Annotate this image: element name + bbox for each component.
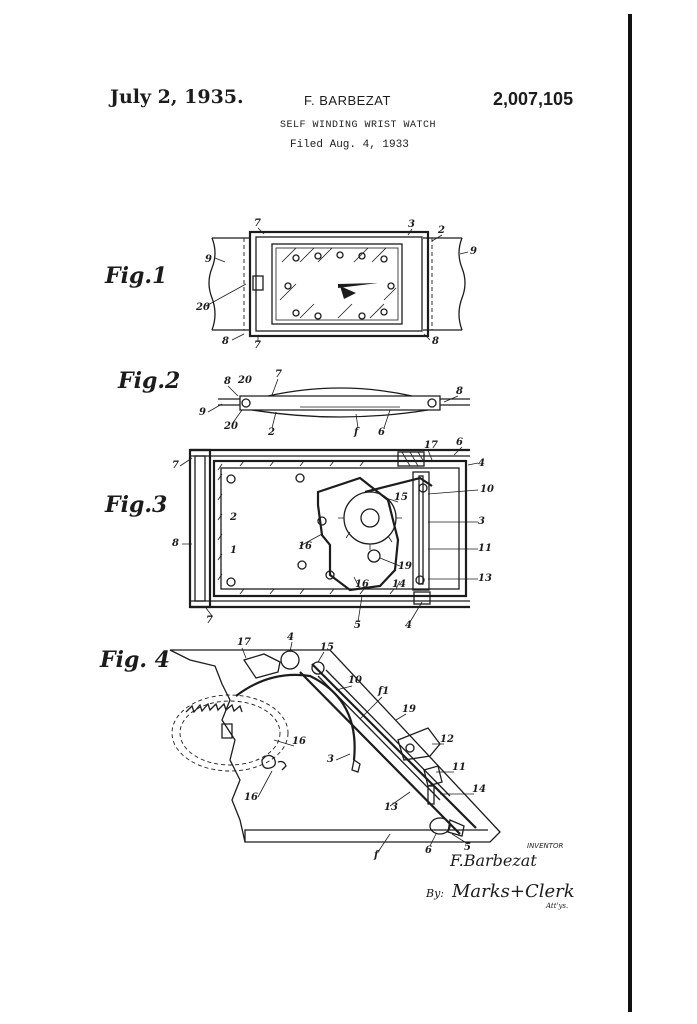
- fig3-case: [212, 459, 468, 598]
- fig1-label: Fig.1: [104, 263, 167, 289]
- fig4-ratchet-teeth: [185, 702, 243, 714]
- fig1-strap-right: [423, 237, 466, 331]
- fig4-crown: [429, 817, 451, 835]
- svg-text:7: 7: [254, 218, 261, 229]
- svg-text:4: 4: [287, 632, 294, 643]
- fig3-label: Fig.3: [104, 492, 167, 518]
- svg-text:7: 7: [275, 369, 282, 380]
- svg-text:14: 14: [472, 784, 486, 795]
- svg-text:17: 17: [237, 637, 251, 648]
- svg-text:12: 12: [440, 734, 454, 745]
- svg-text:9: 9: [470, 246, 477, 257]
- svg-text:16: 16: [292, 736, 306, 747]
- svg-text:3: 3: [478, 516, 485, 527]
- fig4-spring-arm: [235, 673, 356, 761]
- svg-text:6: 6: [456, 437, 463, 448]
- fig1-hour-hand: [340, 286, 356, 299]
- fig2-case-profile: [239, 395, 441, 411]
- patent-date: July 2, 1935.: [110, 86, 244, 108]
- svg-text:6: 6: [425, 845, 432, 856]
- svg-text:6: 6: [378, 427, 385, 438]
- patent-number: 2,007,105: [493, 89, 574, 109]
- svg-text:1: 1: [230, 545, 237, 556]
- fig4-label: Fig. 4: [99, 647, 170, 673]
- fig2-label: Fig.2: [117, 368, 180, 394]
- svg-text:11: 11: [452, 762, 466, 773]
- inventor-signature: F.Barbezat: [449, 851, 537, 870]
- figure-4: Fig. 4: [99, 632, 501, 861]
- fig4-lever-block: [397, 727, 441, 761]
- attorney-signature: Marks+Clerk: [451, 881, 575, 902]
- svg-text:9: 9: [205, 254, 212, 265]
- svg-text:8: 8: [432, 336, 439, 347]
- svg-text:5: 5: [354, 620, 361, 631]
- svg-text:2: 2: [267, 427, 275, 438]
- fig4-sliding-bar: [299, 663, 477, 835]
- svg-text:14: 14: [392, 579, 406, 590]
- inventor-caption: INVENTOR: [527, 842, 564, 850]
- fig2-strap: [218, 398, 470, 406]
- signature-block: INVENTOR F.Barbezat By: Marks+Clerk Att'…: [425, 842, 575, 910]
- svg-text:7: 7: [172, 460, 179, 471]
- svg-text:f1: f1: [377, 686, 389, 697]
- svg-text:3: 3: [327, 754, 334, 765]
- figure-2: Fig.2 8 20 7 8 9 20 2 f 6: [117, 368, 470, 438]
- by-prefix: By:: [425, 887, 444, 900]
- svg-text:13: 13: [384, 802, 398, 813]
- svg-text:16: 16: [244, 792, 258, 803]
- fig4-pivot: [280, 650, 300, 670]
- inventor-name: F. BARBEZAT: [304, 93, 391, 108]
- svg-text:10: 10: [348, 675, 362, 686]
- fig1-dial: [271, 243, 403, 325]
- fig1-winding-button: [252, 275, 264, 291]
- svg-text:20: 20: [237, 375, 252, 386]
- fig3-side-bar-left: [188, 448, 212, 609]
- svg-text:7: 7: [206, 615, 213, 626]
- figure-3: Fig.3: [104, 437, 494, 631]
- svg-text:19: 19: [402, 704, 416, 715]
- svg-text:9: 9: [199, 407, 206, 418]
- filing-date: Filed Aug. 4, 1933: [290, 139, 409, 151]
- svg-text:15: 15: [394, 492, 408, 503]
- svg-text:20: 20: [195, 302, 210, 313]
- svg-text:8: 8: [172, 538, 179, 549]
- svg-text:17: 17: [424, 440, 438, 451]
- svg-text:20: 20: [223, 421, 238, 432]
- svg-text:7: 7: [254, 340, 261, 351]
- svg-text:2: 2: [437, 225, 445, 236]
- figure-1: Fig.1: [104, 218, 477, 351]
- svg-text:8: 8: [224, 376, 231, 387]
- svg-text:19: 19: [398, 561, 412, 572]
- fig1-case: [248, 230, 430, 338]
- svg-text:3: 3: [408, 219, 415, 230]
- svg-text:11: 11: [478, 543, 492, 554]
- svg-text:5: 5: [464, 842, 471, 853]
- svg-text:f: f: [353, 427, 360, 438]
- svg-text:2: 2: [229, 512, 237, 523]
- svg-text:8: 8: [456, 386, 463, 397]
- svg-text:16: 16: [355, 579, 369, 590]
- fig1-dial-markers: [284, 251, 395, 320]
- svg-text:8: 8: [222, 336, 229, 347]
- fig1-minute-hand: [338, 283, 378, 288]
- sheet-border-line: [628, 14, 632, 1012]
- fig3-pawl: [364, 476, 433, 494]
- svg-text:15: 15: [320, 642, 334, 653]
- fig4-base-plate: [169, 649, 501, 843]
- svg-text:13: 13: [478, 573, 492, 584]
- attorney-caption: Att'ys.: [545, 902, 568, 910]
- fig4-click-spring: [261, 754, 287, 771]
- svg-text:4: 4: [405, 620, 412, 631]
- fig4-ratchet-wheel-outline: [171, 694, 289, 772]
- svg-text:10: 10: [480, 484, 494, 495]
- fig3-winding-bar: [412, 471, 430, 591]
- patent-title: SELF WINDING WRIST WATCH: [280, 120, 437, 131]
- svg-text:4: 4: [478, 458, 485, 469]
- svg-text:f: f: [373, 850, 380, 861]
- svg-text:16: 16: [298, 541, 312, 552]
- fig2-crystal: [267, 387, 413, 397]
